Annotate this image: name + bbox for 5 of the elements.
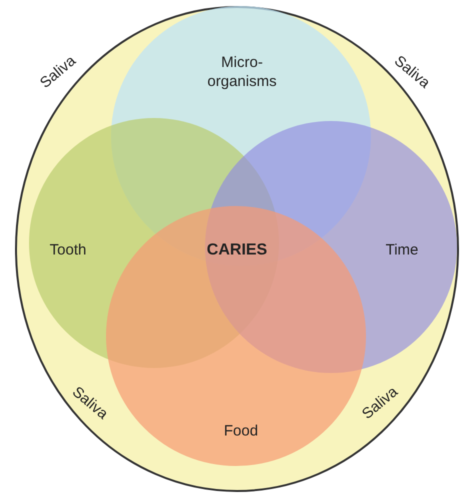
circle-label: Micro-organisms [206,53,278,91]
circle-label: Time [386,240,418,260]
circle-label: Tooth [50,240,86,260]
circle-label: Food [224,422,258,440]
center-label: CARIES [206,240,268,260]
